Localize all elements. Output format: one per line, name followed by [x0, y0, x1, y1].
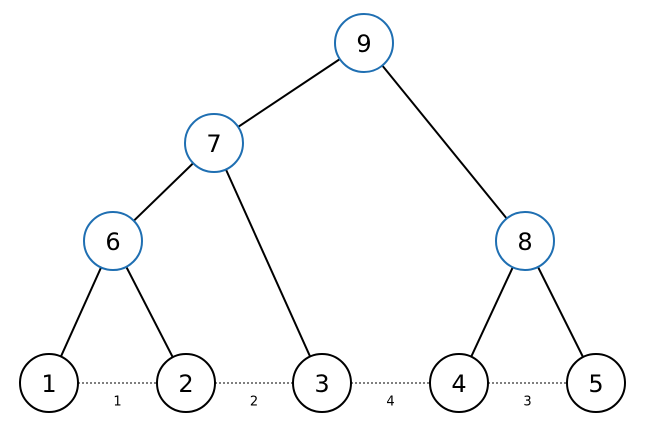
leaf-link-label: 4 [386, 395, 394, 410]
node-6: 6 [83, 211, 143, 271]
node-label: 7 [206, 130, 221, 158]
node-label: 2 [178, 370, 193, 398]
node-label: 4 [451, 370, 466, 398]
node-label: 9 [356, 30, 371, 58]
node-8: 8 [495, 211, 555, 271]
edge-7-3 [213, 142, 323, 384]
node-circle [19, 353, 79, 413]
node-label: 6 [105, 228, 120, 256]
edge-9-7 [213, 42, 365, 144]
leaf-link-label: 2 [250, 395, 258, 410]
node-circle [184, 113, 244, 173]
node-circle [83, 211, 143, 271]
node-label: 8 [517, 228, 532, 256]
node-circle [292, 353, 352, 413]
node-5: 5 [566, 353, 626, 413]
node-circle [495, 211, 555, 271]
edge-9-8 [363, 42, 526, 242]
node-label: 5 [588, 370, 603, 398]
node-circle [334, 13, 394, 73]
node-4: 4 [429, 353, 489, 413]
node-circle [566, 353, 626, 413]
node-3: 3 [292, 353, 352, 413]
leaf-link-label: 3 [523, 395, 531, 410]
nodes-layer: 9 7 8 6 1 2 3 4 5 [19, 13, 626, 413]
node-2: 2 [156, 353, 216, 413]
node-label: 3 [314, 370, 329, 398]
node-9: 9 [334, 13, 394, 73]
node-circle [156, 353, 216, 413]
edges-layer [48, 42, 597, 384]
node-label: 1 [41, 370, 56, 398]
leaf-links-layer: 1 2 4 3 [78, 382, 567, 410]
node-1: 1 [19, 353, 79, 413]
node-circle [429, 353, 489, 413]
leaf-link-label: 1 [113, 395, 121, 410]
node-7: 7 [184, 113, 244, 173]
